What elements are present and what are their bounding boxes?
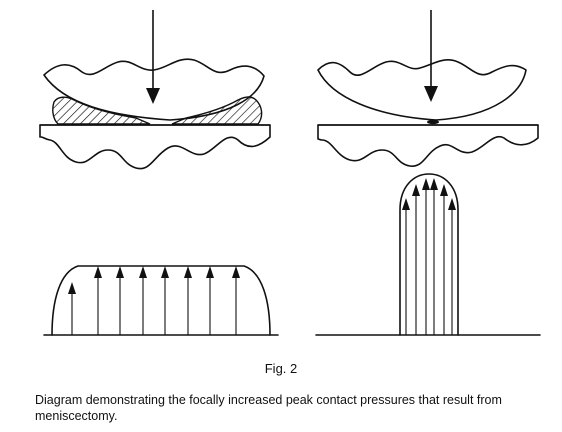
right-pressure-envelope bbox=[399, 173, 459, 336]
right-contact-point bbox=[427, 119, 439, 125]
left-meniscus-lateral bbox=[171, 96, 263, 125]
left-femoral-condyle bbox=[43, 58, 265, 121]
left-load-arrowhead bbox=[146, 88, 160, 104]
right-load-arrowhead bbox=[424, 86, 438, 102]
figure-caption: Diagram demonstrating the focally increa… bbox=[35, 393, 502, 423]
left-meniscus-medial bbox=[52, 96, 151, 125]
left-tibial-plateau bbox=[39, 124, 271, 170]
figure-diagram bbox=[39, 10, 541, 336]
left-joint bbox=[39, 10, 271, 170]
right-tibial-plateau bbox=[317, 124, 539, 167]
left-pressure-envelope bbox=[51, 265, 271, 336]
right-pressure-profile bbox=[315, 173, 541, 336]
figure-label: Fig. 2 bbox=[264, 361, 298, 376]
right-femoral-condyle bbox=[317, 59, 527, 121]
left-pressure-profile bbox=[43, 265, 279, 336]
right-pressure-arrows bbox=[402, 178, 456, 335]
left-pressure-arrows bbox=[68, 266, 240, 335]
right-joint bbox=[317, 10, 539, 167]
